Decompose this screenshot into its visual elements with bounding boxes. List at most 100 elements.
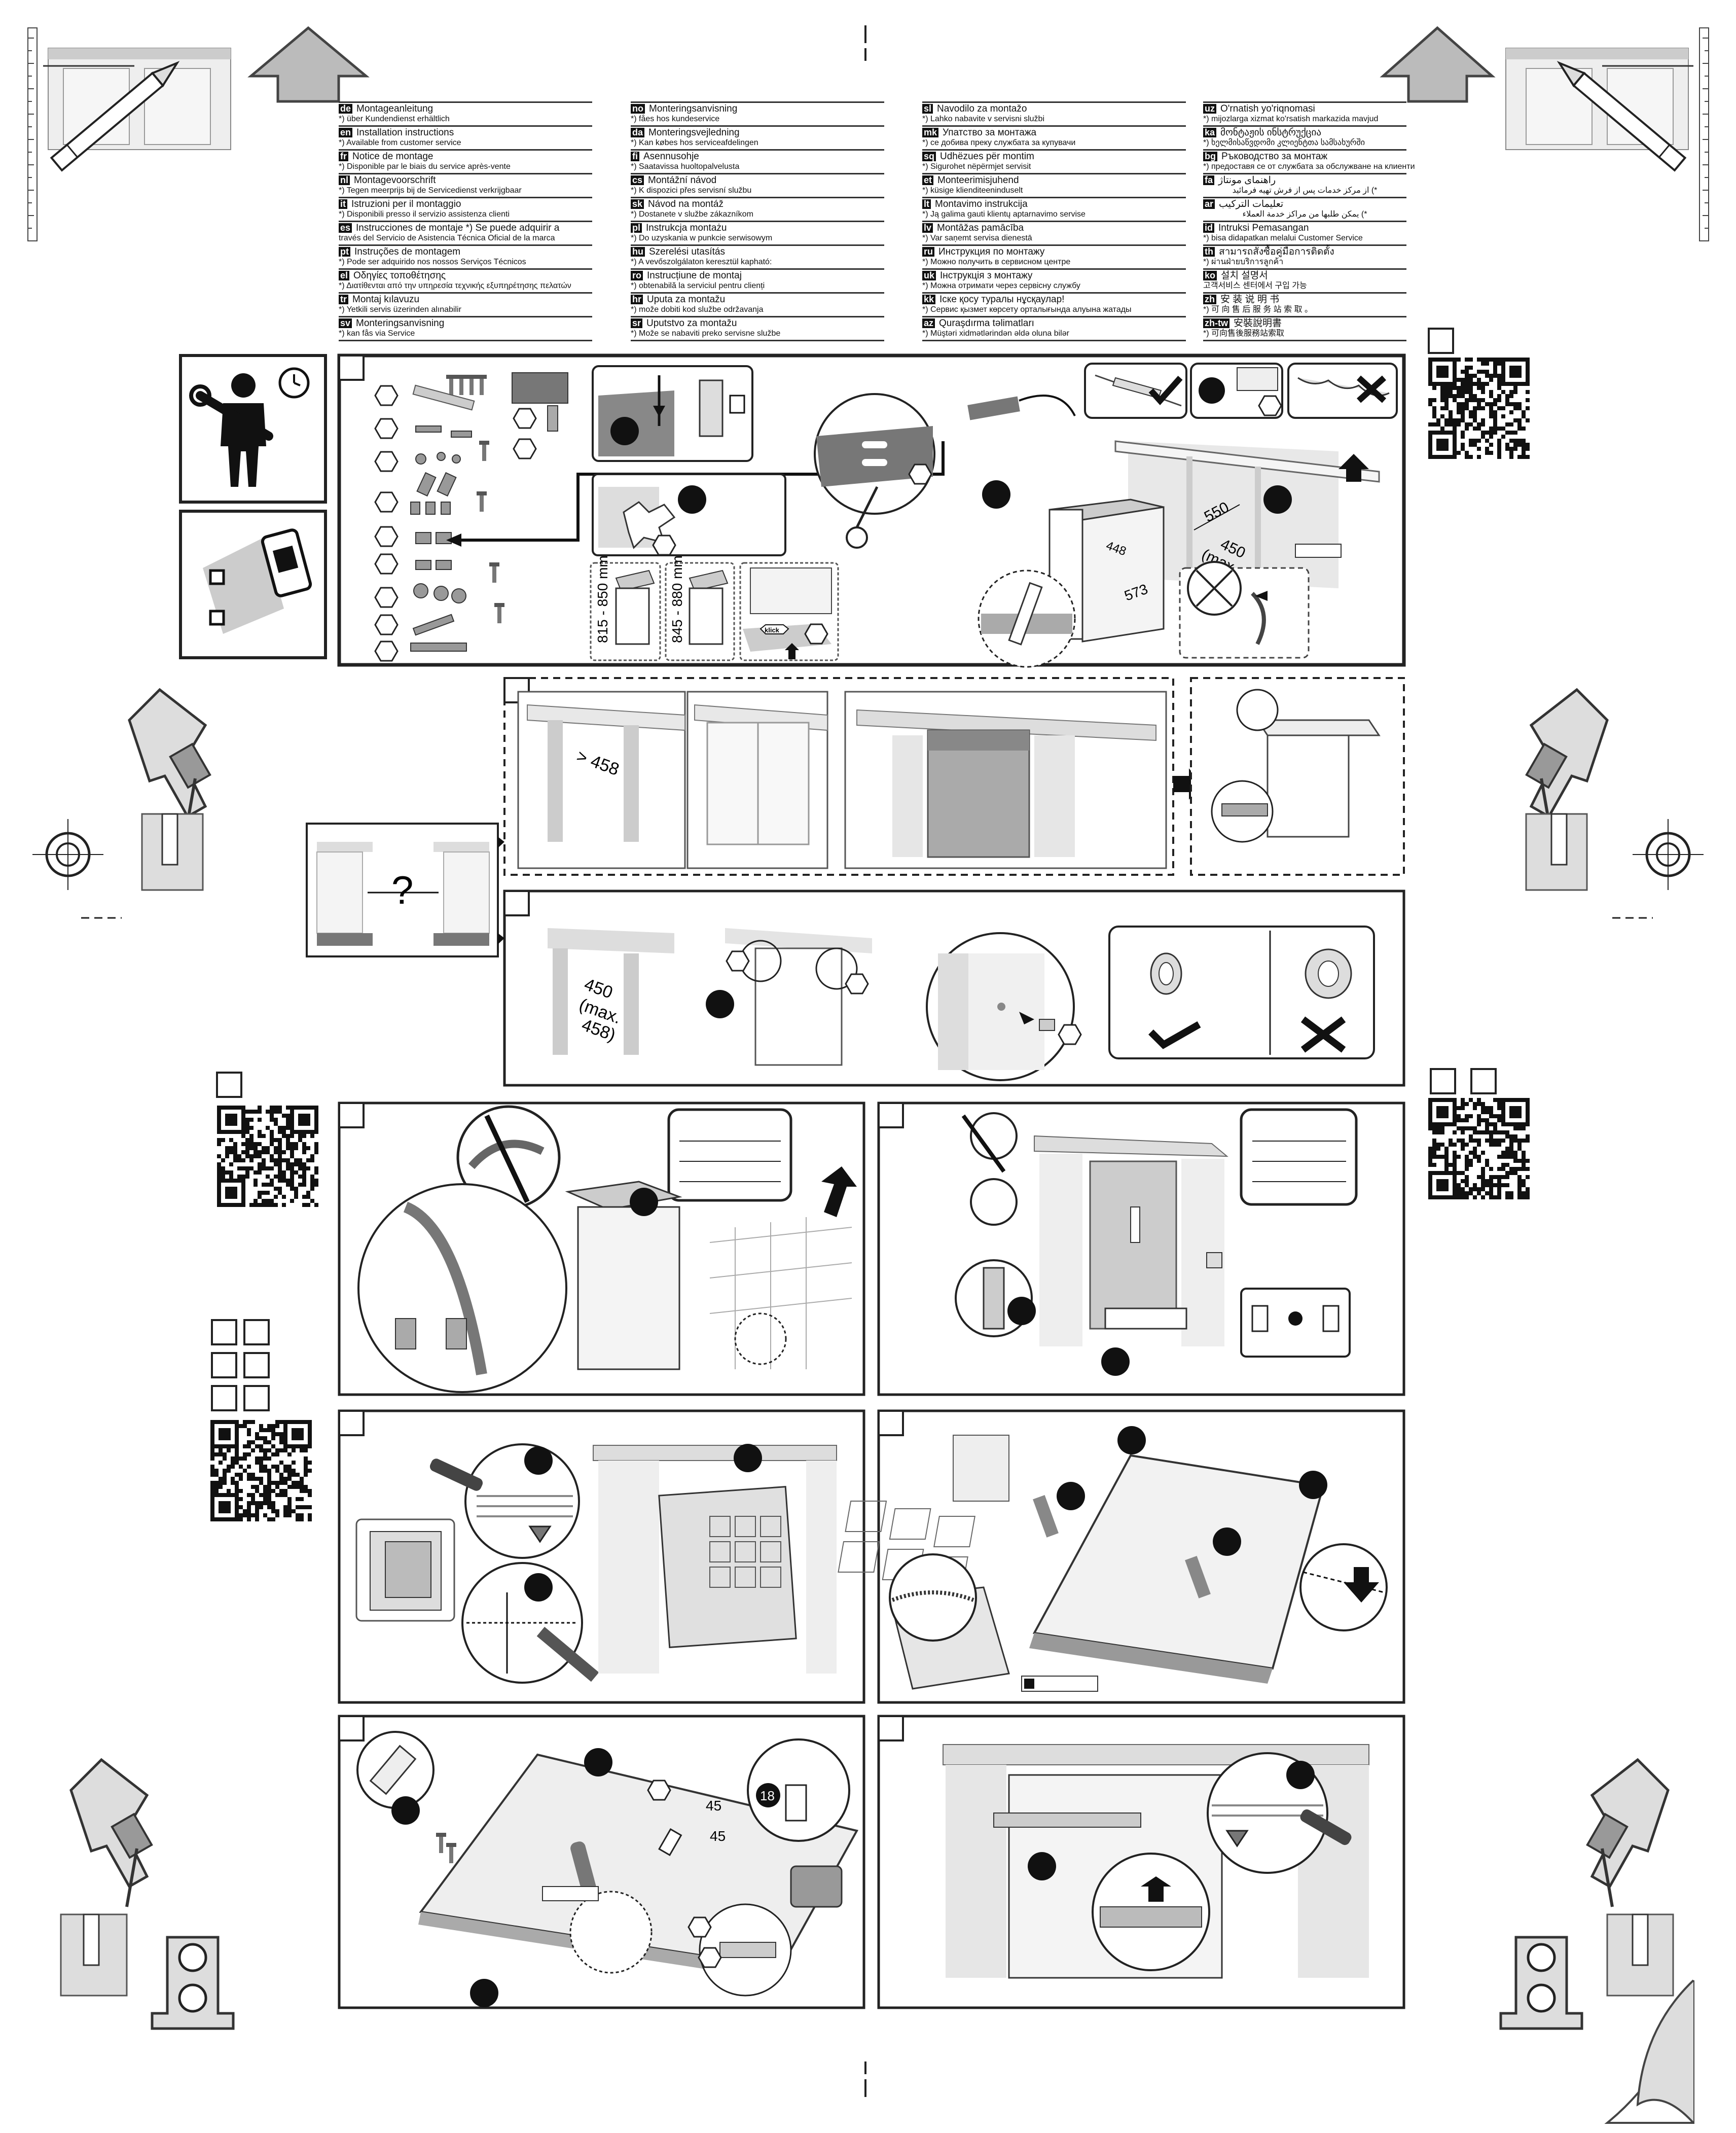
qr-module [1428,1126,1432,1130]
qr-module [263,1465,267,1469]
language-code-badge: sq [922,152,936,161]
qr-module [1497,1167,1501,1171]
qr-module [1522,1167,1526,1171]
qr-module [259,1481,263,1485]
qr-module [1526,443,1530,447]
qr-module [1481,1130,1485,1134]
qr-module [1440,1155,1444,1159]
qr-module [1465,1195,1469,1199]
qr-module [255,1513,259,1517]
qr-module [254,1179,258,1183]
qr-module [266,1166,270,1170]
qr-module [298,1122,302,1126]
qr-module [308,1424,312,1428]
qr-module [302,1166,306,1170]
qr-module [1517,402,1522,406]
qr-module [296,1497,300,1501]
language-code-badge: th [1203,247,1215,257]
dimension-45-b: 45 [710,1828,726,1844]
qr-module [1517,1167,1522,1171]
language-code-badge: ru [922,247,934,257]
qr-module [1526,1159,1530,1163]
qr-module [1428,431,1432,435]
niche-width-question: ? [306,823,504,957]
step-7-panel [838,1409,1405,1704]
qr-module [267,1505,271,1509]
qr-module [1485,451,1489,455]
qr-module [263,1513,267,1517]
qr-module [241,1203,245,1207]
step-6-panel [338,1409,865,1704]
qr-module [1489,1195,1493,1199]
qr-module [263,1485,267,1489]
qr-module [1440,394,1444,398]
qr-module [1497,378,1501,382]
qr-module [1465,1126,1469,1130]
qr-module [229,1122,233,1126]
qr-module [296,1513,300,1517]
language-code-badge: no [631,104,645,114]
qr-module [290,1134,294,1138]
qr-module [217,1179,221,1183]
language-code-badge: bg [1203,152,1217,161]
language-note: *) može dobiti kod službe održavanja [631,305,764,314]
qr-module [296,1436,300,1440]
qr-module [1465,386,1469,390]
qr-module [227,1505,231,1509]
qr-module [210,1473,214,1477]
qr-module [298,1138,302,1142]
qr-module [314,1130,318,1134]
qr-module [1444,443,1449,447]
qr-module [278,1142,282,1146]
qr-module [287,1513,292,1517]
qr-module [249,1138,254,1142]
qr-module [1526,1175,1530,1179]
qr-module [1526,418,1530,422]
qr-module [210,1497,214,1501]
qr-module [283,1436,287,1440]
qr-module [1497,386,1501,390]
qr-module [210,1513,214,1517]
qr-module [314,1110,318,1114]
qr-module [1432,410,1436,414]
qr-module [290,1175,294,1179]
language-note: *) kan fås via Service [339,329,415,338]
language-title: Інструкція з монтажу [940,270,1033,281]
qr-module [235,1501,239,1505]
qr-module [219,1448,223,1452]
qr-module [1513,406,1517,410]
qr-module [1432,1163,1436,1167]
qr-module [235,1505,239,1509]
qr-module [1497,1102,1501,1106]
qr-module [1457,451,1461,455]
qr-module [1457,1187,1461,1191]
qr-module [247,1501,251,1505]
qr-module [300,1477,304,1481]
qr-module [290,1106,294,1110]
qr-module [221,1203,225,1207]
qr-module [217,1126,221,1130]
qr-module [255,1444,259,1448]
qr-module [270,1110,274,1114]
qr-module [267,1456,271,1461]
qr-module [1526,1106,1530,1110]
qr-module [1477,402,1481,406]
qr-module [214,1473,219,1477]
qr-module [304,1489,308,1493]
qr-module [1453,1187,1457,1191]
qr-module [1428,1183,1432,1187]
qr-module [229,1187,233,1191]
qr-module [1453,358,1457,362]
qr-module [1493,1183,1497,1187]
language-title: 安裝說明書 [1233,318,1282,329]
qr-module [1469,366,1473,370]
qr-module [219,1493,223,1497]
qr-module [270,1179,274,1183]
qr-module [1461,431,1465,435]
